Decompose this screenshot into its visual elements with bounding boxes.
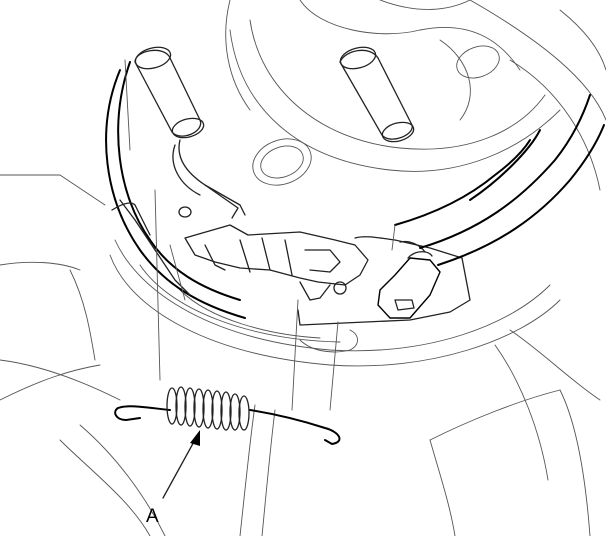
drum-rings (109, 239, 561, 367)
wheel-stud-right (339, 46, 415, 143)
adjuster-mechanism (184, 224, 369, 301)
parking-cable (394, 94, 605, 266)
leader-arrow (162, 430, 200, 499)
callout-label-a: A (146, 506, 159, 527)
spring-icon (114, 386, 341, 445)
brake-shoe (105, 61, 246, 319)
parking-lever (297, 236, 471, 326)
hub (229, 19, 561, 186)
wheel-stud-left (134, 46, 205, 139)
guide-lines (124, 59, 396, 411)
cable-end (377, 251, 441, 319)
